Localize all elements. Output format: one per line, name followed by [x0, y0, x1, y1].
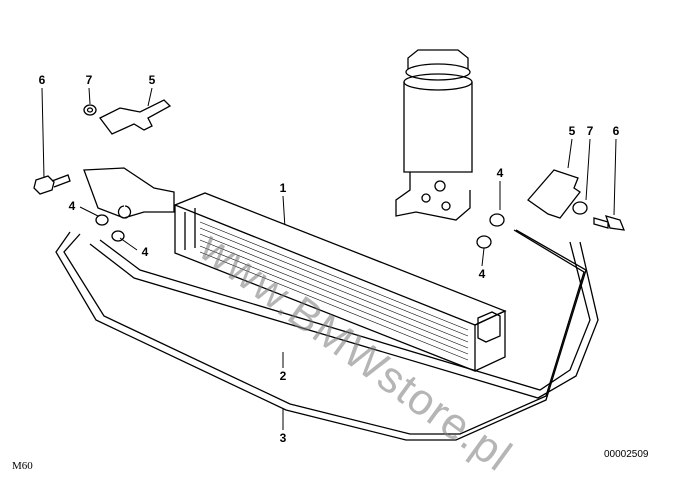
clamp-left: [99, 99, 172, 135]
washer-right: [572, 201, 588, 215]
callout-7: 7: [85, 73, 93, 87]
model-label: M60: [12, 460, 33, 472]
callout-4: 4: [68, 199, 76, 213]
callout-4: 4: [141, 245, 149, 259]
bracket: [83, 167, 175, 219]
callout-6: 6: [38, 73, 46, 87]
clamp-right: [527, 169, 581, 219]
seal-ring: [95, 214, 109, 226]
callout-7: 7: [586, 124, 594, 138]
callout-1: 1: [279, 181, 287, 195]
washer-left: [83, 104, 97, 116]
oil-cooler: [173, 192, 507, 372]
bolt-left: [33, 174, 71, 195]
callout-4: 4: [496, 166, 504, 180]
bolt-right: [593, 215, 626, 231]
callout-5: 5: [148, 73, 156, 87]
hose-2: [89, 239, 599, 399]
callout-2: 2: [279, 369, 287, 383]
callout-6: 6: [612, 124, 620, 138]
seal-ring: [111, 230, 125, 242]
leader-lines: [41, 87, 617, 430]
seal-ring: [476, 235, 492, 249]
callout-5: 5: [568, 124, 576, 138]
fluid-reservoir: [395, 49, 473, 221]
diagram-number: 00002509: [604, 449, 649, 460]
callout-4: 4: [478, 267, 486, 281]
callout-3: 3: [279, 431, 287, 445]
seal-ring: [489, 213, 505, 227]
hose-3: [55, 229, 587, 441]
